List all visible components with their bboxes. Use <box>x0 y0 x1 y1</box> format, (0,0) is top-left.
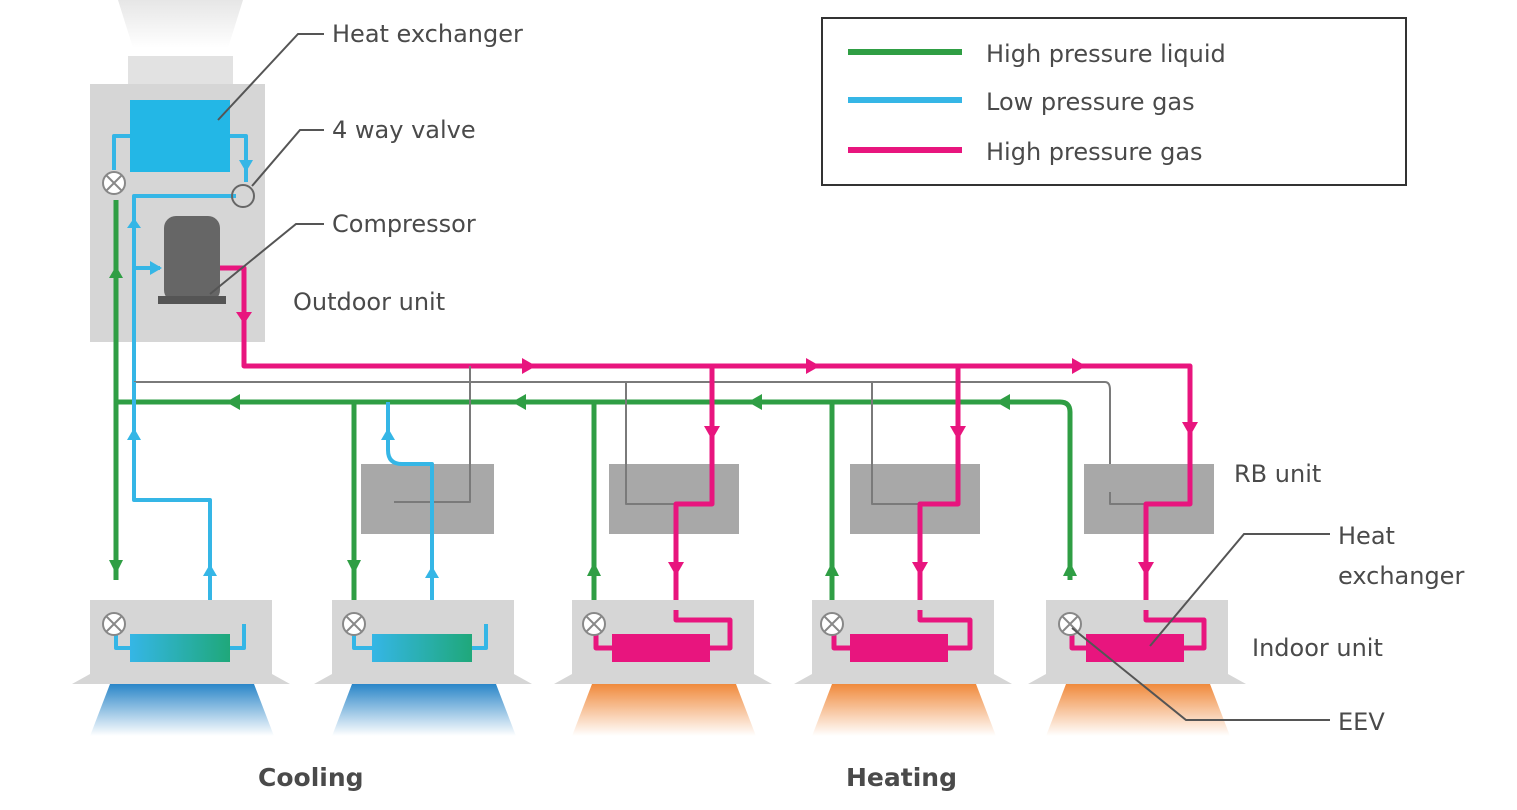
indoor-unit-3 <box>554 600 772 736</box>
legend: High pressure liquid Low pressure gas Hi… <box>821 17 1407 186</box>
cool1-green-arrow-down <box>109 560 123 574</box>
outdoor-piping <box>102 134 1193 580</box>
outdoor-heat-exchanger <box>130 100 230 172</box>
eev-cross-5 <box>1061 615 1079 633</box>
green-header-arrow-1 <box>226 394 240 410</box>
indoor-unit-2-blue-out <box>472 624 488 650</box>
outdoor-blue-pipe-left <box>112 134 130 170</box>
indoor-unit-2 <box>314 600 532 736</box>
label-cooling: Cooling <box>258 763 364 792</box>
compressor-body <box>164 216 220 302</box>
cool2-blue-arrow-a <box>381 428 395 440</box>
green-header-arrow-3 <box>748 394 762 410</box>
outdoor-blue-arrow-3 <box>150 261 162 275</box>
eev-cross-2 <box>345 615 363 633</box>
outdoor-blue-arrow-1 <box>239 160 253 172</box>
eev-cross-3 <box>585 615 603 633</box>
indoor-unit-5 <box>1028 600 1246 736</box>
heating-branch-3 <box>1063 422 1198 610</box>
label-heat-exchanger-indoor-1: Heat <box>1338 522 1395 550</box>
indoor-unit-1 <box>72 600 290 736</box>
label-four-way-valve: 4 way valve <box>332 116 476 144</box>
rb-unit-4 <box>1084 464 1214 534</box>
pink-arrow-outdoor <box>236 312 252 324</box>
indoor-unit-5-heat-exchanger <box>1086 634 1184 662</box>
outdoor-unit <box>90 0 265 342</box>
heat3-pink-arrow-b <box>1138 562 1154 576</box>
leader-compressor <box>209 223 324 295</box>
outdoor-fan-exhaust <box>118 0 243 48</box>
label-rb-unit: RB unit <box>1234 460 1321 488</box>
label-compressor: Compressor <box>332 210 476 238</box>
leader-lines <box>209 33 1330 721</box>
main-grey-line <box>134 381 1111 492</box>
indoor-unit-3-heat-exchanger <box>612 634 710 662</box>
cooling-branch-2 <box>347 366 488 644</box>
cool2-blue-return <box>386 402 488 644</box>
indoor-unit-3-air-heat <box>572 684 756 736</box>
green-header-arrow-2 <box>512 394 526 410</box>
heat2-green-arrow <box>825 562 839 576</box>
heat3-green-arrow <box>1063 562 1077 576</box>
legend-label-low-pressure-gas: Low pressure gas <box>986 88 1195 116</box>
leader-four-way-valve <box>251 129 324 187</box>
main-green-header <box>116 399 1073 580</box>
leader-eev <box>1071 627 1330 721</box>
heat2-pink-arrow-a <box>950 426 966 440</box>
legend-label-high-pressure-liquid: High pressure liquid <box>986 40 1226 68</box>
green-arrow-up-outdoor <box>109 266 123 278</box>
main-pink-discharge-line <box>220 265 1193 430</box>
heat1-pink-arrow-a <box>704 426 720 440</box>
rb-unit-1 <box>361 464 494 534</box>
indoor-unit-5-pink-in <box>1143 610 1207 651</box>
indoor-unit-4-heat-exchanger <box>850 634 948 662</box>
header-arrows <box>226 358 1086 410</box>
pink-header-arrow-1 <box>522 358 536 374</box>
outdoor-blue-suction <box>132 194 236 382</box>
heat1-green-arrow <box>587 562 601 576</box>
leader-heat-exchanger-indoor <box>1149 533 1330 647</box>
indoor-unit-5-air-heat <box>1046 684 1230 736</box>
label-indoor-unit: Indoor unit <box>1252 634 1383 662</box>
heat2-pink-arrow-b <box>912 562 928 576</box>
cool1-blue-arrow-a <box>127 428 141 440</box>
outdoor-blue-arrow-2 <box>127 218 141 228</box>
legend-label-high-pressure-gas: High pressure gas <box>986 138 1203 166</box>
heat3-pink-arrow-a <box>1182 422 1198 436</box>
heating-branch-1 <box>587 366 720 620</box>
compressor-base <box>158 296 226 304</box>
outdoor-eev-cross <box>105 174 123 192</box>
indoor-unit-4-air-heat <box>812 684 996 736</box>
eev-cross-1 <box>105 615 123 633</box>
indoor-unit-1-heat-exchanger <box>130 634 230 662</box>
label-eev: EEV <box>1338 708 1385 736</box>
cool1-blue-arrow-b <box>203 564 217 576</box>
heating-branch-2 <box>825 366 966 620</box>
label-heat-exchanger-indoor-2: exchanger <box>1338 562 1464 590</box>
cool2-grey-rb <box>394 366 471 503</box>
label-outdoor-unit: Outdoor unit <box>293 288 445 316</box>
heat1-pink-arrow-b <box>668 562 684 576</box>
indoor-unit-3-pink-in <box>673 610 733 651</box>
cool2-green-arrow <box>347 560 361 574</box>
pink-header-arrow-3 <box>1072 358 1086 374</box>
indoor-unit-1-blue-out <box>230 624 246 650</box>
eev-cross-4 <box>823 615 841 633</box>
leader-heat-exchanger-top <box>217 33 324 121</box>
four-way-valve-icon <box>231 184 255 208</box>
pink-header-arrow-2 <box>806 358 820 374</box>
label-heating: Heating <box>846 763 957 792</box>
heat3-pink-drop <box>1143 430 1193 610</box>
indoor-unit-4-pink-in <box>917 610 973 651</box>
indoor-unit-2-heat-exchanger <box>372 634 472 662</box>
cool2-blue-arrow-b <box>425 566 439 578</box>
indoor-unit-1-air-cool <box>90 684 274 736</box>
green-header-arrow-4 <box>996 394 1010 410</box>
indoor-unit-2-air-cool <box>332 684 516 736</box>
indoor-unit-4 <box>794 600 1012 736</box>
outdoor-fan-housing <box>128 56 233 84</box>
label-heat-exchanger-top: Heat exchanger <box>332 20 523 48</box>
